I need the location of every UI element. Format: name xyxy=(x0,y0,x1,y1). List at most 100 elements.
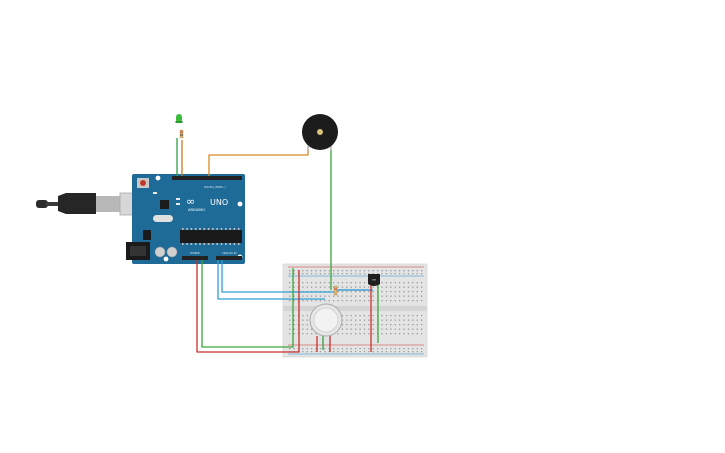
breadboard-hole[interactable] xyxy=(368,291,370,293)
breadboard-hole[interactable] xyxy=(350,324,352,326)
breadboard-hole[interactable] xyxy=(372,328,374,330)
breadboard-hole[interactable] xyxy=(399,348,401,350)
breadboard-hole[interactable] xyxy=(416,333,418,335)
breadboard-hole[interactable] xyxy=(341,291,344,293)
breadboard-hole[interactable] xyxy=(394,300,396,302)
breadboard-hole[interactable] xyxy=(381,324,383,326)
breadboard-hole[interactable] xyxy=(311,328,313,330)
breadboard-hole[interactable] xyxy=(341,348,344,350)
breadboard-hole[interactable] xyxy=(363,286,366,288)
breadboard-hole[interactable] xyxy=(359,319,361,321)
breadboard-hole[interactable] xyxy=(416,351,418,353)
breadboard-hole[interactable] xyxy=(359,348,361,350)
breadboard-hole[interactable] xyxy=(328,286,330,288)
analog-header[interactable] xyxy=(216,256,242,260)
wire-ground-main[interactable] xyxy=(201,260,294,348)
breadboard-hole[interactable] xyxy=(416,282,418,284)
breadboard-hole[interactable] xyxy=(346,333,348,335)
breadboard-hole[interactable] xyxy=(412,319,414,321)
breadboard-hole[interactable] xyxy=(341,351,344,353)
breadboard-hole[interactable] xyxy=(407,273,410,275)
breadboard[interactable] xyxy=(282,263,428,358)
breadboard-hole[interactable] xyxy=(363,333,366,335)
breadboard-hole[interactable] xyxy=(372,351,374,353)
breadboard-hole[interactable] xyxy=(416,319,418,321)
breadboard-hole[interactable] xyxy=(341,333,344,335)
breadboard-hole[interactable] xyxy=(289,286,291,288)
breadboard-hole[interactable] xyxy=(324,286,326,288)
breadboard-hole[interactable] xyxy=(324,270,326,272)
breadboard-hole[interactable] xyxy=(302,270,304,272)
breadboard-hole[interactable] xyxy=(394,333,396,335)
breadboard-hole[interactable] xyxy=(416,324,418,326)
breadboard-hole[interactable] xyxy=(302,333,304,335)
breadboard-hole[interactable] xyxy=(315,286,317,288)
breadboard-hole[interactable] xyxy=(333,295,335,297)
breadboard-hole[interactable] xyxy=(368,351,370,353)
breadboard-hole[interactable] xyxy=(346,273,348,275)
breadboard-hole[interactable] xyxy=(350,351,352,353)
breadboard-hole[interactable] xyxy=(399,300,401,302)
breadboard-hole[interactable] xyxy=(311,273,313,275)
wire-power-5v[interactable] xyxy=(196,260,300,353)
breadboard-hole[interactable] xyxy=(293,333,295,335)
breadboard-hole[interactable] xyxy=(289,348,291,350)
breadboard-hole[interactable] xyxy=(412,328,414,330)
temperature-sensor[interactable] xyxy=(368,274,380,286)
breadboard-hole[interactable] xyxy=(372,286,374,288)
breadboard-hole[interactable] xyxy=(355,286,357,288)
breadboard-hole[interactable] xyxy=(355,333,357,335)
breadboard-hole[interactable] xyxy=(372,333,374,335)
breadboard-hole[interactable] xyxy=(407,328,410,330)
breadboard-hole[interactable] xyxy=(412,282,414,284)
breadboard-hole[interactable] xyxy=(368,324,370,326)
breadboard-hole[interactable] xyxy=(390,315,392,317)
breadboard-hole[interactable] xyxy=(359,270,361,272)
breadboard-hole[interactable] xyxy=(385,300,388,302)
breadboard-hole[interactable] xyxy=(421,315,423,317)
breadboard-hole[interactable] xyxy=(293,348,295,350)
breadboard-hole[interactable] xyxy=(412,270,414,272)
breadboard-hole[interactable] xyxy=(346,300,348,302)
breadboard-hole[interactable] xyxy=(346,282,348,284)
breadboard-hole[interactable] xyxy=(350,300,352,302)
breadboard-hole[interactable] xyxy=(324,273,326,275)
breadboard-hole[interactable] xyxy=(407,286,410,288)
breadboard-hole[interactable] xyxy=(306,351,308,353)
breadboard-hole[interactable] xyxy=(315,295,317,297)
breadboard-hole[interactable] xyxy=(319,300,322,302)
breadboard-hole[interactable] xyxy=(319,348,322,350)
breadboard-hole[interactable] xyxy=(381,328,383,330)
breadboard-hole[interactable] xyxy=(341,324,344,326)
breadboard-hole[interactable] xyxy=(368,286,370,288)
breadboard-hole[interactable] xyxy=(337,295,339,297)
breadboard-hole[interactable] xyxy=(289,273,291,275)
breadboard-hole[interactable] xyxy=(368,319,370,321)
breadboard-hole[interactable] xyxy=(412,295,414,297)
breadboard-hole[interactable] xyxy=(346,328,348,330)
breadboard-hole[interactable] xyxy=(337,273,339,275)
breadboard-hole[interactable] xyxy=(368,300,370,302)
breadboard-hole[interactable] xyxy=(293,328,295,330)
breadboard-hole[interactable] xyxy=(337,351,339,353)
breadboard-hole[interactable] xyxy=(306,282,308,284)
breadboard-hole[interactable] xyxy=(355,291,357,293)
breadboard-hole[interactable] xyxy=(421,351,423,353)
breadboard-hole[interactable] xyxy=(346,286,348,288)
breadboard-hole[interactable] xyxy=(416,295,418,297)
breadboard-hole[interactable] xyxy=(359,295,361,297)
breadboard-hole[interactable] xyxy=(311,300,313,302)
breadboard-hole[interactable] xyxy=(385,351,388,353)
breadboard-resistor[interactable] xyxy=(333,285,338,296)
breadboard-hole[interactable] xyxy=(390,324,392,326)
breadboard-hole[interactable] xyxy=(390,333,392,335)
breadboard-hole[interactable] xyxy=(385,295,388,297)
breadboard-hole[interactable] xyxy=(385,328,388,330)
breadboard-hole[interactable] xyxy=(359,315,361,317)
breadboard-hole[interactable] xyxy=(390,328,392,330)
breadboard-hole[interactable] xyxy=(385,286,388,288)
breadboard-hole[interactable] xyxy=(399,286,401,288)
breadboard-hole[interactable] xyxy=(390,351,392,353)
breadboard-hole[interactable] xyxy=(324,348,326,350)
breadboard-hole[interactable] xyxy=(412,291,414,293)
